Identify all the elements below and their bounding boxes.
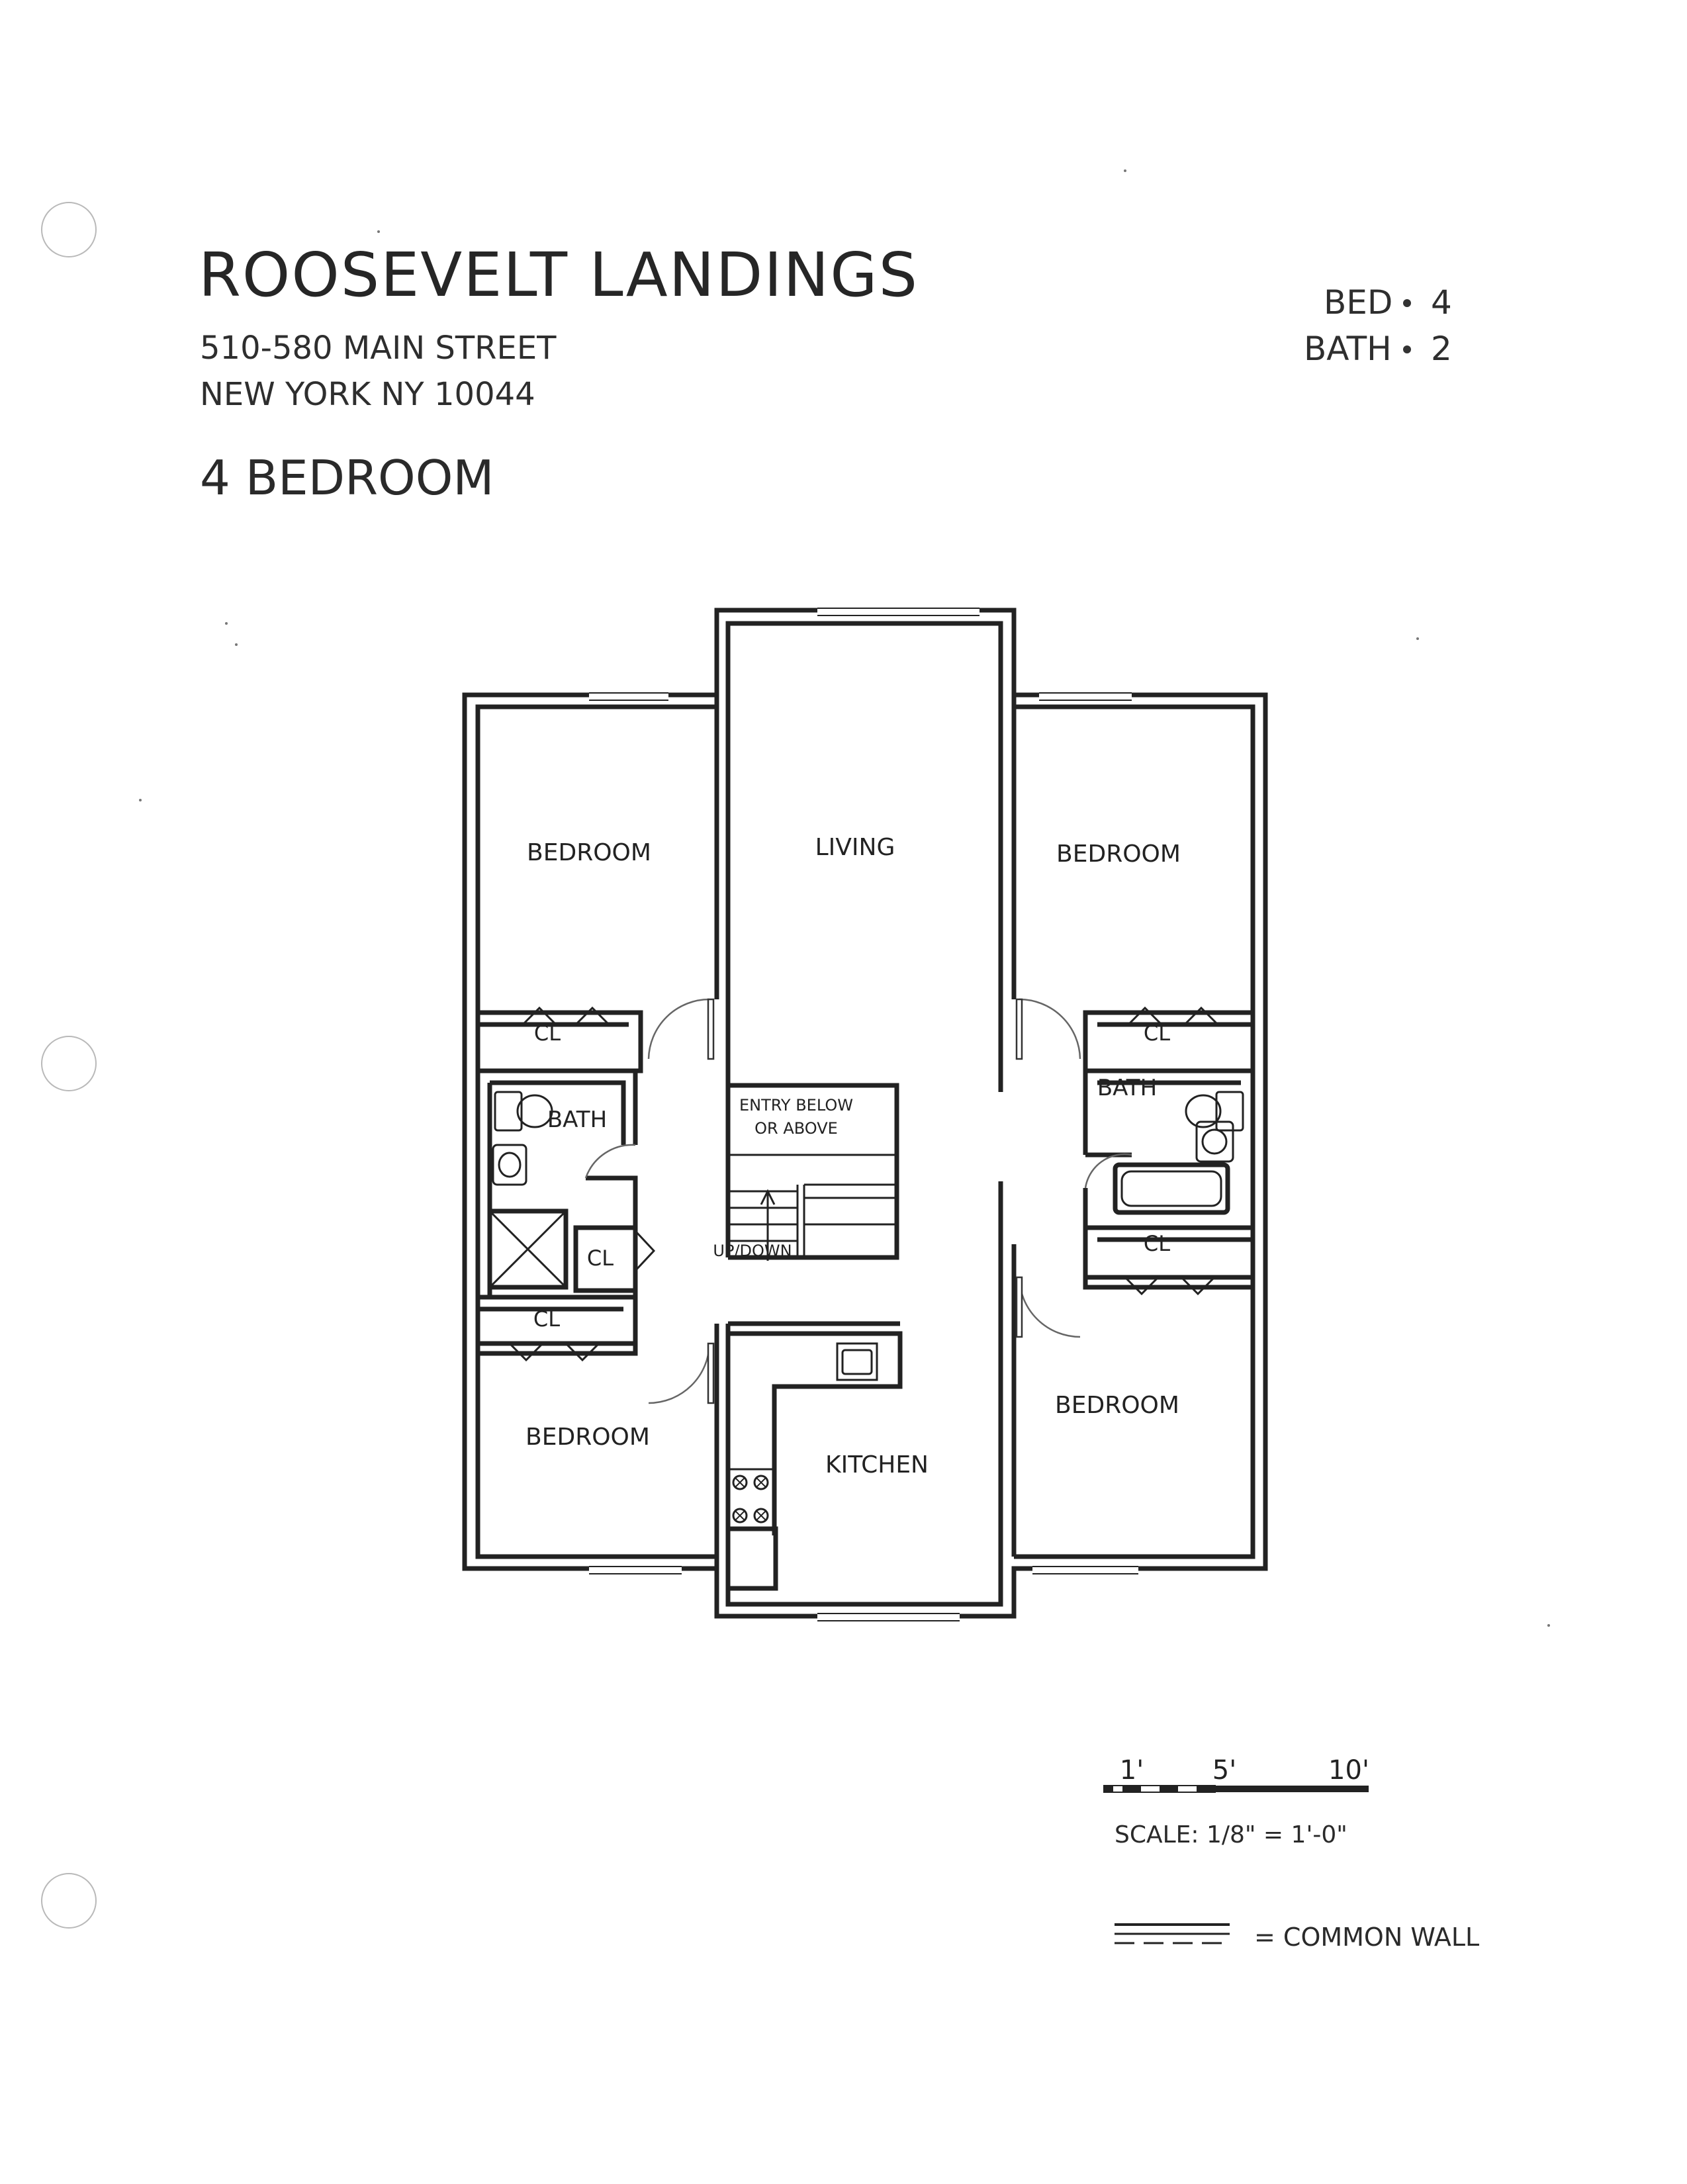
- bath-count: 2: [1431, 330, 1452, 368]
- punch-hole-middle: [41, 1036, 97, 1091]
- label-bath-right: BATH: [1097, 1075, 1157, 1101]
- kitchen-sink: [836, 1342, 878, 1381]
- scan-speck: [377, 230, 380, 233]
- page-title: ROOSEVELT LANDINGS: [199, 240, 919, 310]
- label-closet-bottom-left: CL: [533, 1306, 560, 1332]
- scan-speck: [1547, 1624, 1550, 1627]
- scan-speck: [1416, 637, 1419, 640]
- label-closet-top-right: CL: [1144, 1021, 1170, 1046]
- closet-bottom-right-outline: [1083, 1225, 1253, 1290]
- door-swing-bath-right: [1084, 1153, 1132, 1189]
- label-closet-top-left: CL: [534, 1021, 561, 1046]
- bath-right-outline: [1083, 1068, 1253, 1155]
- scale-tick-10: 10': [1328, 1755, 1369, 1786]
- door-swing-bath-left: [584, 1144, 636, 1179]
- window-bedroom-tl: [589, 692, 668, 701]
- scan-speck: [1124, 169, 1126, 172]
- label-living: LIVING: [815, 834, 895, 861]
- door-swing-bedroom-bl: [648, 1343, 711, 1404]
- bullet-dot: [1403, 299, 1411, 307]
- scan-speck: [139, 799, 142, 801]
- scale-tick-5: 5': [1212, 1755, 1236, 1786]
- bathtub-right: [1113, 1162, 1230, 1215]
- closet-doors-br: [1124, 1276, 1216, 1296]
- closet-doors-tr: [1127, 1006, 1219, 1026]
- scale-bar: 1' 5' 10': [1103, 1755, 1369, 1793]
- toilet-tank-right: [1215, 1091, 1244, 1132]
- sink-right: [1195, 1120, 1234, 1163]
- common-wall-symbol: [1115, 1923, 1230, 1944]
- wall-kitchen-bottom: [714, 1575, 1017, 1619]
- kitchen-counter: [728, 1331, 903, 1535]
- window-bedroom-tr: [1039, 692, 1132, 701]
- closet-doors-tl: [522, 1006, 610, 1026]
- bullet-dot: [1403, 345, 1411, 353]
- door-swing-bedroom-tl: [647, 998, 710, 1060]
- punch-hole-top: [41, 202, 97, 257]
- label-kitchen: KITCHEN: [825, 1451, 929, 1479]
- bath-left-outline: [478, 1068, 638, 1145]
- common-wall-legend: = COMMON WALL: [1254, 1923, 1480, 1952]
- bath-label: BATH: [1304, 330, 1392, 368]
- label-bedroom-bottom-right: BEDROOM: [1055, 1392, 1179, 1419]
- label-entry-line-2: OR ABOVE: [754, 1119, 838, 1138]
- stair-box: [728, 1083, 899, 1260]
- address-line-1: 510-580 MAIN STREET: [200, 330, 557, 367]
- closet-doors-bl: [508, 1342, 600, 1362]
- punch-hole-bottom: [41, 1873, 97, 1929]
- address-line-2: NEW YORK NY 10044: [200, 376, 535, 413]
- toilet-tank-left: [494, 1091, 523, 1132]
- window-kitchen: [817, 1613, 960, 1621]
- label-stairs: UP/DOWN: [713, 1242, 792, 1260]
- label-closet-hall: CL: [587, 1246, 614, 1271]
- bed-label: BED: [1324, 283, 1393, 322]
- label-bedroom-top-right: BEDROOM: [1056, 841, 1181, 868]
- wall-left-inner: [475, 704, 717, 1559]
- toilet-bowl-right: [1185, 1094, 1222, 1128]
- label-closet-bottom-right: CL: [1144, 1231, 1170, 1256]
- scale-caption: SCALE: 1/8" = 1'-0": [1115, 1821, 1347, 1848]
- stove: [727, 1468, 776, 1530]
- window-bedroom-br: [1032, 1566, 1138, 1574]
- wall-right-inner: [1014, 704, 1255, 1559]
- toilet-bowl-left: [516, 1094, 553, 1128]
- label-bath-left: BATH: [547, 1107, 607, 1133]
- label-entry-line-1: ENTRY BELOW: [739, 1096, 853, 1115]
- scan-speck: [235, 643, 238, 646]
- door-swing-bedroom-br: [1018, 1277, 1081, 1338]
- scan-speck: [225, 622, 228, 625]
- window-bedroom-bl: [589, 1566, 682, 1574]
- label-bedroom-bottom-left: BEDROOM: [525, 1424, 650, 1451]
- sink-left: [492, 1144, 527, 1186]
- fridge: [725, 1526, 778, 1591]
- window-living: [817, 608, 980, 616]
- door-swing-bedroom-tr: [1019, 998, 1081, 1060]
- scale-tick-1: 1': [1120, 1755, 1144, 1786]
- closet-hall-outline: [573, 1225, 638, 1293]
- wall-right-outer: [1011, 692, 1268, 1575]
- unit-type-heading: 4 BEDROOM: [200, 450, 494, 506]
- label-bedroom-top-left: BEDROOM: [527, 839, 651, 866]
- wall-living-top-inner: [725, 621, 1003, 695]
- bed-count: 4: [1431, 283, 1452, 322]
- closet-bottom-left-outline: [478, 1295, 638, 1356]
